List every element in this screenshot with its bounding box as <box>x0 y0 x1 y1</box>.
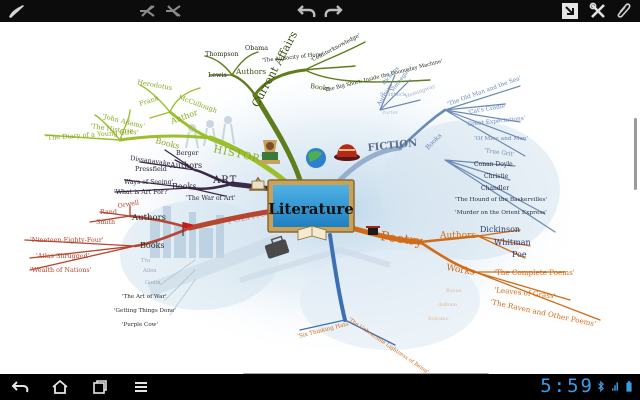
leaf-node[interactable]: 'What is Art For?' <box>114 189 169 196</box>
briefcase-icon <box>264 235 290 259</box>
leaf-node[interactable]: Rand <box>100 208 117 216</box>
home-icon[interactable] <box>49 378 71 396</box>
leaf-node[interactable]: Herodotus <box>137 78 174 92</box>
branch-art[interactable]: ART <box>212 175 237 186</box>
hat-icon <box>334 144 360 161</box>
leaf-node[interactable]: Porter <box>382 110 399 116</box>
leaf-node[interactable]: 'Of Mice and Men' <box>474 136 528 142</box>
globe-icon <box>306 148 326 168</box>
leaf-node[interactable]: 'The Hound of the Baskervilles' <box>455 197 547 203</box>
scroll-icon <box>366 226 380 235</box>
signal-icon <box>612 382 618 391</box>
central-topic[interactable]: Literature <box>267 179 355 233</box>
leaf-node[interactable]: Conan Doyle <box>474 161 513 168</box>
political-authors-label: Authors <box>131 213 166 223</box>
tools-icon[interactable] <box>588 2 608 20</box>
leaf-node[interactable]: Pressfield <box>135 165 167 173</box>
current-affairs-books-label: Books <box>310 82 331 93</box>
leaf-node[interactable]: Whitman <box>494 238 531 247</box>
leaf-node[interactable]: Lewis <box>208 71 227 79</box>
leaf-node[interactable]: 'Nineteen Eighty-Four' <box>30 236 104 244</box>
undo-icon[interactable] <box>296 2 318 20</box>
leaf-node[interactable]: Obama <box>245 44 268 52</box>
branch-fiction[interactable]: FICTION <box>367 138 418 154</box>
leaf-node[interactable]: 'True Grit' <box>484 148 515 158</box>
poetry-authors-label: Authors <box>439 231 476 241</box>
leaf-node[interactable]: Thompson <box>205 50 239 58</box>
current-affairs-authors-label: Authors <box>235 67 266 76</box>
mindmap-canvas[interactable]: Literature Current Affairs HISTORY ART P… <box>0 22 640 374</box>
leaf-node[interactable]: Smith <box>96 218 115 226</box>
book-icon <box>297 225 327 241</box>
political-books-label: Books <box>140 241 164 250</box>
leaf-node[interactable]: Dickinson <box>480 225 520 234</box>
system-nav-bar: 5:59 <box>0 374 640 400</box>
branch-poetry[interactable]: Poetry <box>379 229 424 250</box>
leaf-node[interactable]: Orwell <box>117 198 140 210</box>
leaf-node[interactable]: Chandler <box>481 185 509 192</box>
art-books-label: Books <box>172 182 196 191</box>
leaf-node[interactable]: 'Murder on the Orient Express' <box>455 210 547 216</box>
leaf-node[interactable]: 'Atlas Shrugged' <box>36 252 90 260</box>
leaf-node[interactable]: 'The Art of War' <box>122 294 167 300</box>
battery-icon <box>626 381 632 392</box>
leaf-node[interactable]: 'Wealth of Nations' <box>30 266 92 274</box>
vertical-scrollbar[interactable] <box>634 118 637 190</box>
toolbar <box>0 0 640 22</box>
leaf-node[interactable]: Godin <box>145 280 161 286</box>
collapse-branches-icon[interactable] <box>138 2 158 20</box>
art-authors-label: Authors <box>169 161 202 170</box>
leaf-node[interactable]: Tru <box>141 258 151 264</box>
branch-lines <box>24 41 601 346</box>
leaf-node[interactable]: Christie <box>484 173 509 180</box>
paintbrush-icon[interactable] <box>4 2 28 20</box>
leaf-node[interactable]: 'The War of Art' <box>186 195 236 202</box>
redo-icon[interactable] <box>322 2 344 20</box>
leaf-node[interactable]: Poe <box>512 250 527 259</box>
expand-branches-icon[interactable] <box>164 2 184 20</box>
central-topic-label: Literature <box>268 200 354 218</box>
leaf-node[interactable]: Frank <box>138 94 160 108</box>
leaf-node[interactable]: 'Purple Cow' <box>122 322 158 328</box>
poetry-works-label: Works <box>445 263 475 278</box>
leaf-node[interactable]: Busan <box>446 288 462 294</box>
leaf-node[interactable]: 'Getting Things Done' <box>114 308 176 314</box>
recent-apps-icon[interactable] <box>89 378 111 396</box>
leaf-node[interactable]: Steinbeck <box>380 92 407 98</box>
flag-icon <box>182 222 195 236</box>
easel-icon <box>248 176 268 191</box>
back-icon[interactable] <box>9 378 31 396</box>
leaf-node[interactable]: 'The Complete Poems' <box>494 268 575 277</box>
leaf-node[interactable]: Ways of Seeing' <box>124 179 174 186</box>
bust-icon <box>260 140 280 164</box>
leaf-node[interactable]: Berger <box>176 149 199 157</box>
paperclip-icon[interactable] <box>614 2 634 20</box>
leaf-node[interactable]: Allen <box>142 268 157 274</box>
export-icon[interactable] <box>560 2 580 20</box>
menu-icon[interactable] <box>130 378 152 396</box>
clock: 5:59 <box>540 375 594 397</box>
bluetooth-icon <box>598 380 604 393</box>
leaf-node[interactable]: deBono <box>438 302 457 308</box>
leaf-node[interactable]: Bokomo <box>428 316 448 322</box>
